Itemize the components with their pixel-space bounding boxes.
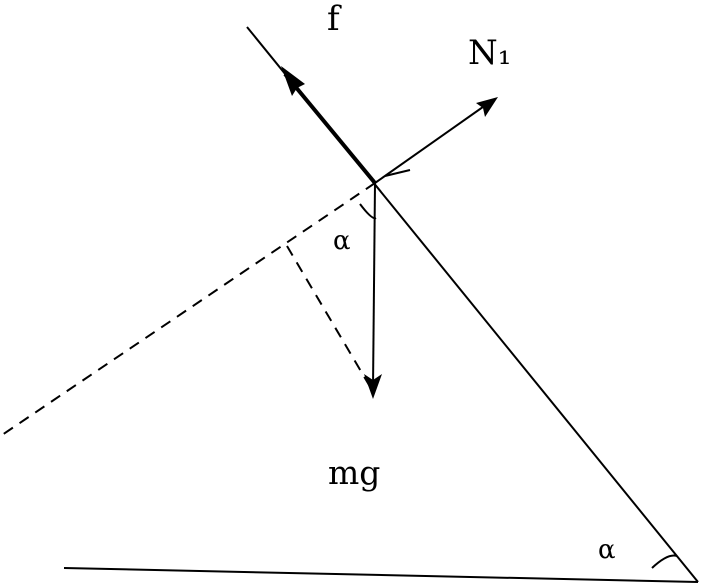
normal-extension-dashed: [1, 182, 376, 436]
friction-arrow: [283, 72, 377, 185]
normal-tick: [384, 169, 411, 177]
ground-line: [63, 567, 699, 583]
normal-force-arrow: [374, 101, 491, 184]
weight-label: mg: [328, 453, 381, 492]
component-dashed-line: [286, 245, 373, 391]
base-angle-arc: [651, 554, 678, 569]
weight-arrow: [372, 182, 376, 389]
friction-arrowhead: [281, 66, 305, 96]
top-angle-label: α: [333, 226, 351, 256]
top-angle-arc: [359, 203, 377, 220]
friction-label: f: [327, 0, 340, 39]
base-angle-label: α: [598, 535, 616, 565]
normal-force-arrowhead: [476, 97, 498, 117]
weight-arrowhead: [364, 374, 382, 399]
normal-force-label: N₁: [468, 33, 512, 73]
